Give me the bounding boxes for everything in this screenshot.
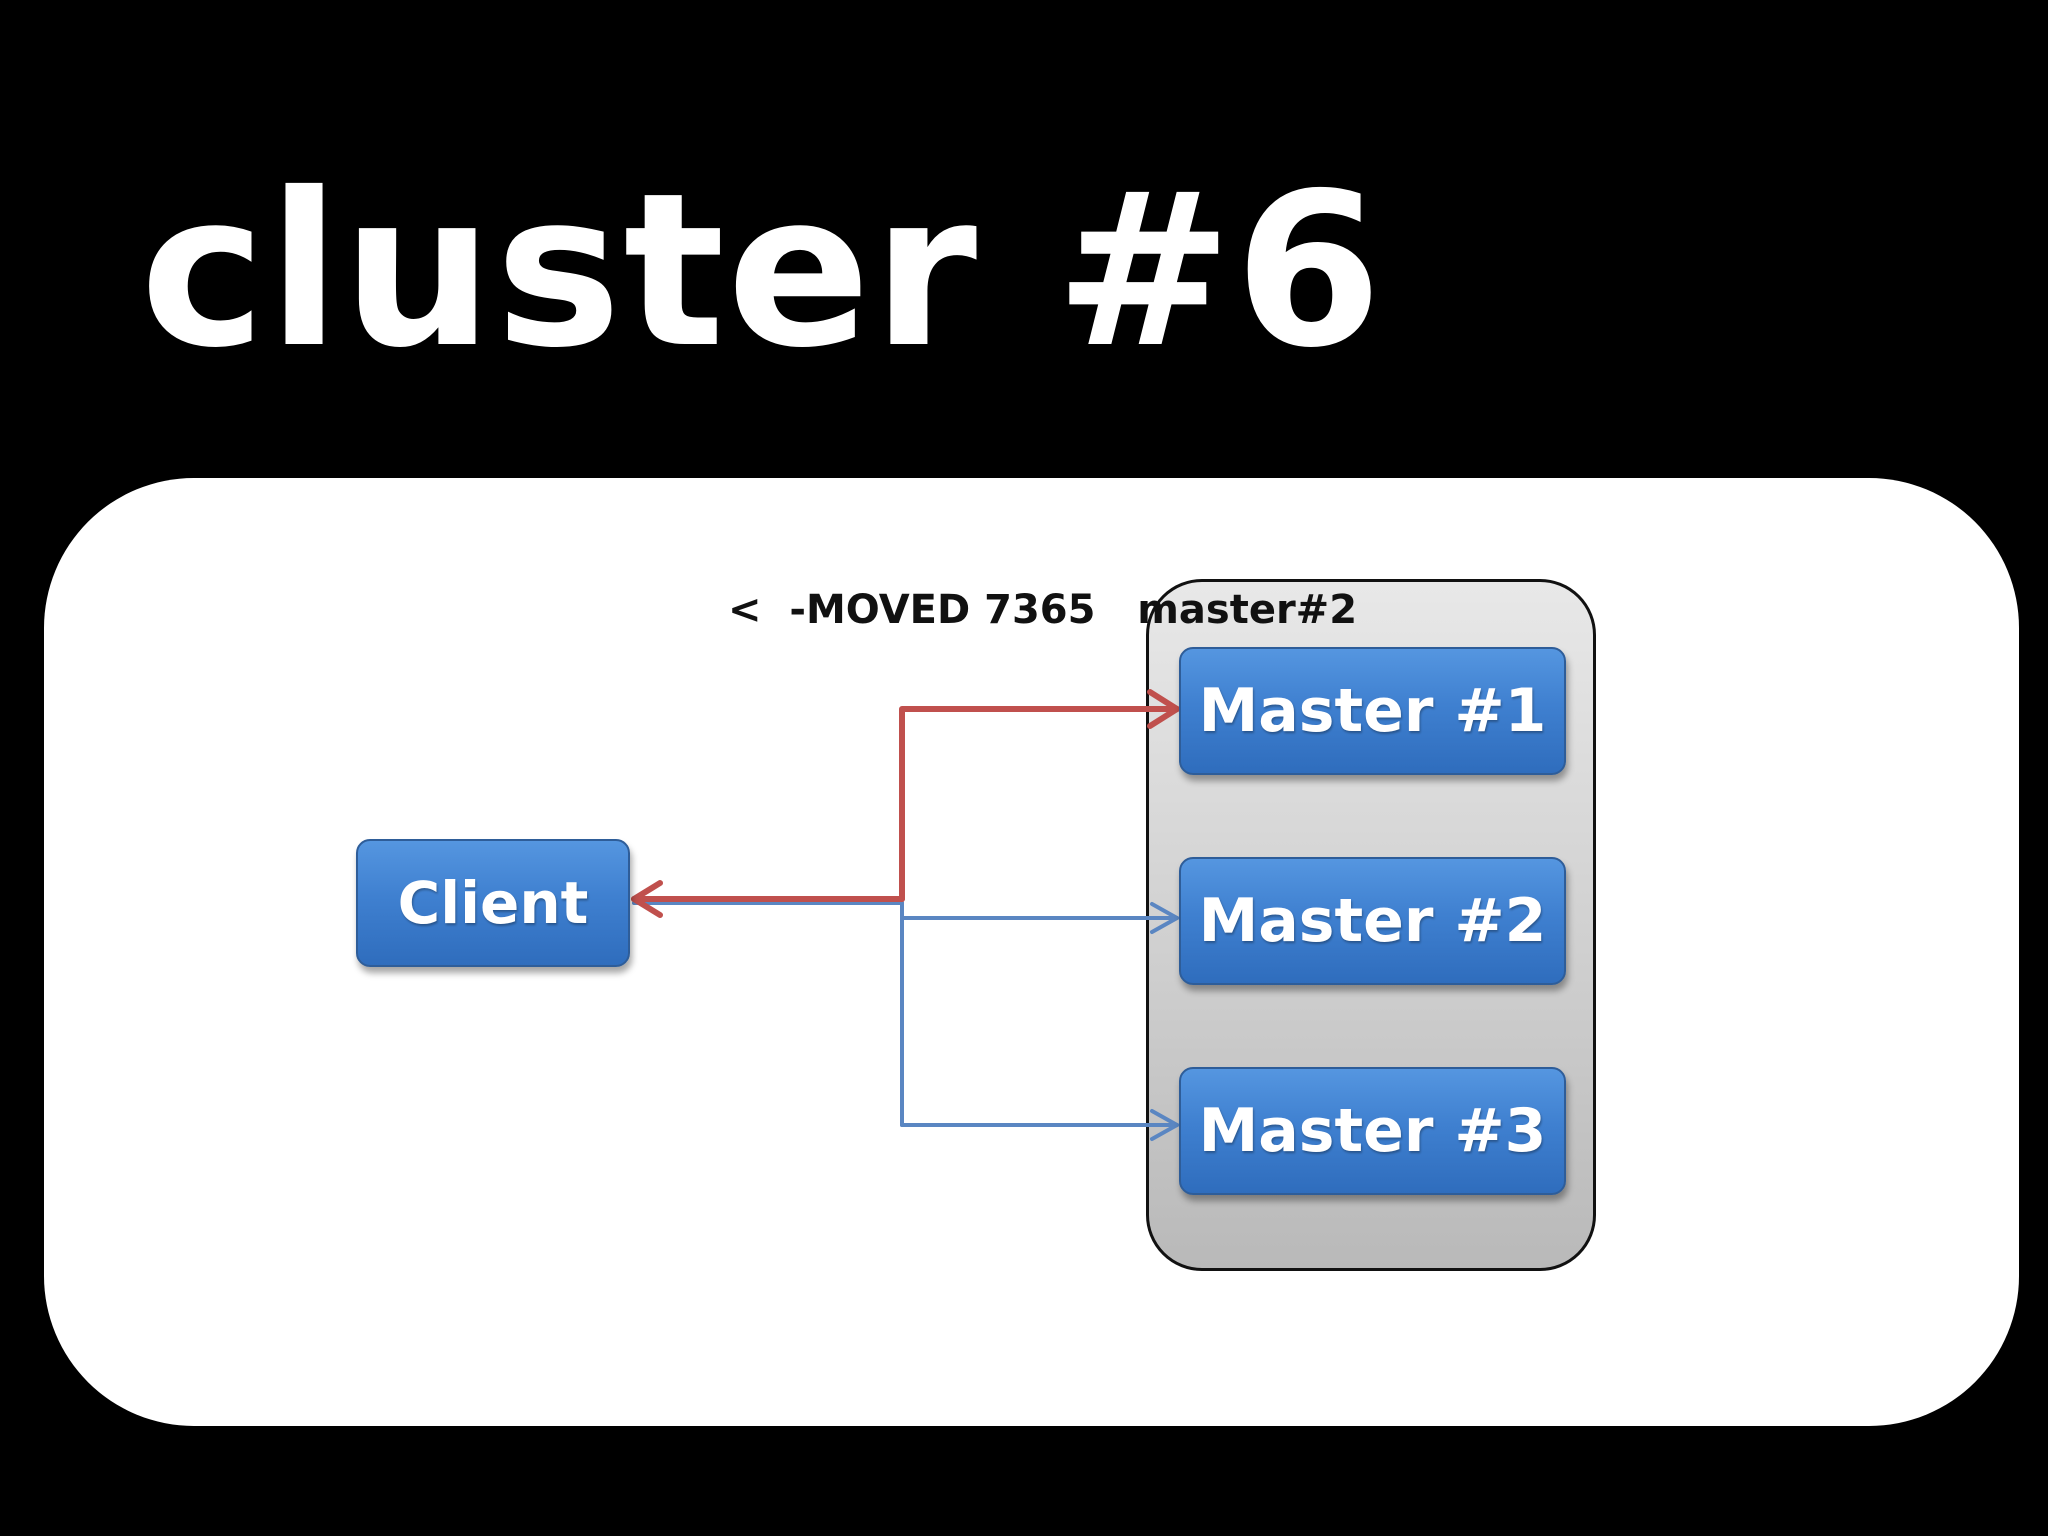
moved-response-label: < -MOVED 7365 master#2 (728, 587, 1358, 633)
master-1-node: Master #1 (1179, 647, 1566, 775)
connector-lines (631, 689, 1180, 1141)
master-3-node: Master #3 (1179, 1067, 1566, 1195)
diagram-panel: < -MOVED 7365 master#2 Client Master #1 … (44, 478, 2019, 1426)
red-arrowhead-master-1 (1147, 689, 1180, 729)
blue-arrowhead-master-2 (1150, 902, 1179, 934)
blue-arrowhead-master-3 (1150, 1109, 1179, 1141)
red-arrowhead-client (631, 880, 663, 918)
client-node: Client (356, 839, 630, 967)
master-2-node: Master #2 (1179, 857, 1566, 985)
slide-title: cluster #6 (140, 147, 1385, 394)
red-line-master-1 (899, 706, 1180, 902)
